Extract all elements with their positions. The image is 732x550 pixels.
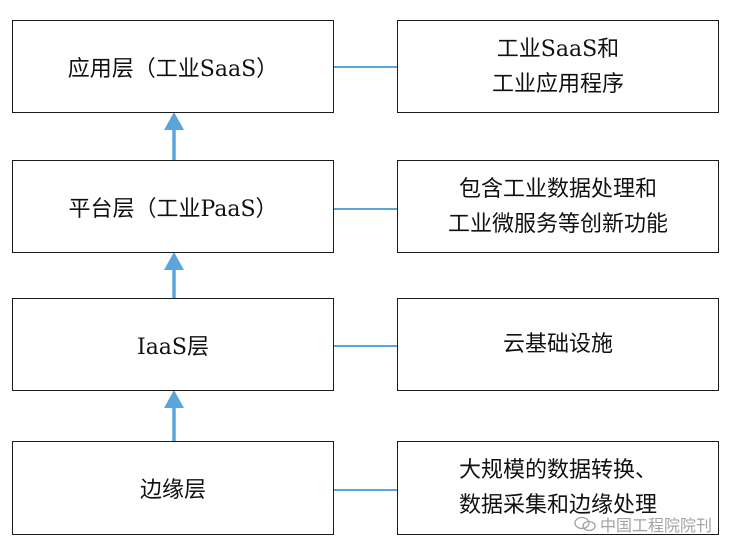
arrow-head-platform <box>164 252 184 270</box>
layer-box-application: 应用层（工业SaaS） <box>12 20 334 113</box>
desc-line: 数据采集和边缘处理 <box>458 493 657 518</box>
desc-line: 包含工业数据处理和 <box>458 176 657 202</box>
layer-label-iaas: IaaS层 <box>137 334 209 360</box>
layer-label-platform: 平台层（工业PaaS） <box>68 196 278 222</box>
layer-box-platform: 平台层（工业PaaS） <box>12 160 334 253</box>
watermark: 中国工程院院刊 <box>574 512 712 536</box>
desc-box-edge: 大规模的数据转换、 数据采集和边缘处理 <box>397 441 719 535</box>
desc-line: 工业SaaS和 <box>496 36 620 62</box>
layer-box-iaas: IaaS层 <box>12 298 334 391</box>
watermark-text: 中国工程院院刊 <box>599 516 712 535</box>
arrow-head-application <box>164 112 184 130</box>
desc-line: 大规模的数据转换、 <box>458 458 657 483</box>
layer-label-edge: 边缘层 <box>139 478 206 503</box>
wechat-icon <box>574 516 596 532</box>
desc-line: 工业应用程序 <box>491 71 624 97</box>
desc-box-platform: 包含工业数据处理和 工业微服务等创新功能 <box>397 160 719 253</box>
desc-line: 工业微服务等创新功能 <box>447 211 668 237</box>
desc-box-application: 工业SaaS和 工业应用程序 <box>397 20 719 113</box>
desc-box-iaas: 云基础设施 <box>397 298 719 391</box>
layer-box-edge: 边缘层 <box>12 441 334 535</box>
arrow-head-iaas <box>164 390 184 408</box>
desc-line: 云基础设施 <box>502 332 613 357</box>
layer-label-application: 应用层（工业SaaS） <box>67 56 279 82</box>
